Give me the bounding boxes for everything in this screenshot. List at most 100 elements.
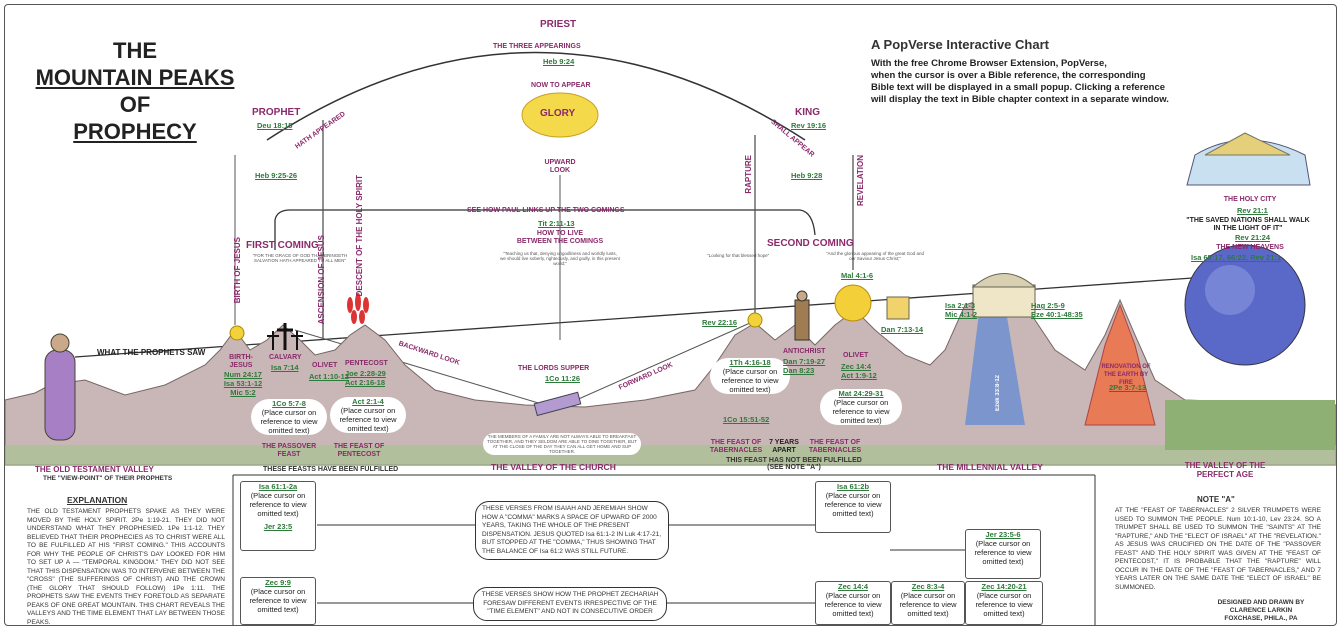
- birth-of-jesus-label: BIRTH OF JESUS: [233, 237, 242, 304]
- isa-7-14-link[interactable]: Isa 7:14: [271, 363, 299, 372]
- valley-floor: [5, 445, 1336, 465]
- rapture-label: RAPTURE: [744, 155, 753, 194]
- num-24-17-link[interactable]: Num 24:17: [224, 370, 262, 379]
- calvary-crosses: [267, 323, 303, 350]
- three-appearings-label: THE THREE APPEARINGS: [493, 43, 581, 50]
- zec-14-4-peak-link[interactable]: Zec 14:4: [841, 362, 872, 371]
- what-prophets-saw-label: WHAT THE PROPHETS SAW: [97, 348, 206, 357]
- credit: DESIGNED AND DRAWN BY CLARENCE LARKIN FO…: [1217, 599, 1305, 622]
- jer-23-5-6-box: Jer 23:5-6 (Place cursor on reference to…: [965, 529, 1041, 579]
- passover-label: THE PASSOVER FEAST: [261, 443, 317, 458]
- dan-8-23-link[interactable]: Dan 8:23: [783, 366, 815, 375]
- king-label: KING: [795, 107, 820, 118]
- mat-24-link[interactable]: Mat 24:29-31: [838, 389, 884, 398]
- not-fulfilled-label: THIS FEAST HAS NOT BEEN FULFILLED (SEE N…: [726, 457, 862, 471]
- renovation-mountain: [1084, 303, 1156, 426]
- new-heavens-label: THE NEW HEAVENS: [1216, 244, 1284, 251]
- descent-label: DESCENT OF THE HOLY SPIRIT: [355, 175, 364, 297]
- olivet2-label: OLIVET: [843, 352, 869, 359]
- mal-4-1-link[interactable]: Mal 4:1-6: [841, 271, 874, 280]
- millennial-valley-label: THE MILLENNIAL VALLEY: [937, 462, 1043, 472]
- jer-23-5-link[interactable]: Jer 23:5: [263, 522, 293, 531]
- birth-star: [229, 325, 245, 341]
- glory-cloud: [521, 92, 599, 138]
- second-coming-quote: "And the glorious appearing of the great…: [826, 251, 924, 261]
- cor-15-51-link[interactable]: 1Co 15:51-52: [723, 415, 770, 424]
- hag-2-5-link[interactable]: Hag 2:5-9: [1031, 301, 1065, 310]
- act-1-9-link[interactable]: Act 1:9-12: [841, 371, 877, 380]
- rev-21-1-link[interactable]: Rev 21:1: [1237, 206, 1268, 215]
- note-a-text: AT THE "FEAST OF TABERNACLES" 2 SILVER T…: [1115, 507, 1321, 591]
- tit-2-11-link[interactable]: Tit 2:11-13: [538, 219, 575, 228]
- eze-40-link[interactable]: Eze 40:1-48:35: [1031, 310, 1083, 319]
- ot-valley-label: THE OLD TESTAMENT VALLEY: [35, 465, 154, 474]
- deu-18-15-link[interactable]: Deu 18:15: [257, 121, 293, 130]
- zec-8-3-link[interactable]: Zec 8:3-4: [911, 582, 945, 591]
- three-appearings-arch: [266, 51, 806, 141]
- rev-21-24-link[interactable]: Rev 21:24: [1235, 233, 1271, 242]
- pe-3-7-link[interactable]: 2Pe 3:7-13: [1109, 383, 1147, 392]
- morning-star: [747, 312, 763, 328]
- heb-9-24-link[interactable]: Heb 9:24: [543, 57, 575, 66]
- act-2-16-link[interactable]: Act 2:16-18: [345, 378, 386, 387]
- zec-14-20-link[interactable]: Zec 14:20-21: [981, 582, 1027, 591]
- landscape-drawing: [5, 51, 1336, 625]
- zec-9-9-link[interactable]: Zec 9:9: [265, 578, 291, 587]
- title-line-3: OF: [119, 92, 151, 117]
- prophet-label: PROPHET: [252, 107, 301, 118]
- dan-7-13-link[interactable]: Dan 7:13-14: [881, 325, 924, 334]
- jer-23-5-6-link[interactable]: Jer 23:5-6: [985, 530, 1021, 539]
- act-1-10-link[interactable]: Act 1:10-12: [309, 372, 350, 381]
- feasts-fulfilled-label: THESE FEASTS HAVE BEEN FULFILLED: [263, 466, 399, 473]
- intro-text: With the free Chrome Browser Extension, …: [871, 58, 1169, 105]
- glory-label: GLORY: [540, 108, 576, 119]
- perfect-age-label: THE VALLEY OF THE PERFECT AGE: [1184, 461, 1266, 479]
- first-coming-label: FIRST COMING: [246, 240, 319, 251]
- isa-65-17-link[interactable]: Isa 65:17, 66:22, Rev 21:1: [1191, 253, 1282, 262]
- antichrist-label: ANTICHRIST: [783, 348, 826, 355]
- mic-4-1-link[interactable]: Mic 4:1-2: [945, 310, 978, 319]
- first-coming-quote: "FOR THE GRACE OF GOD THAT BRINGETH SALV…: [252, 253, 348, 263]
- explanation-text: THE OLD TESTAMENT PROPHETS SPAKE AS THEY…: [27, 508, 225, 626]
- perfect-age-landscape: [1165, 400, 1335, 450]
- intro-panel: A PopVerse Interactive Chart With the fr…: [871, 37, 1241, 106]
- heb-9-25-link[interactable]: Heb 9:25-26: [255, 171, 298, 180]
- paul-links-label: SEE HOW PAUL LINKS UP THE TWO COMINGS: [467, 207, 625, 214]
- cor-11-26-link[interactable]: 1Co 11:26: [545, 374, 581, 383]
- second-coming-label: SECOND COMING: [767, 238, 854, 249]
- isa-61-2b-link[interactable]: Isa 61:2b: [836, 482, 870, 491]
- birth-refs: Num 24:17 Isa 53:1-12 Mic 5:2: [223, 370, 263, 397]
- church-valley-label: THE VALLEY OF THE CHURCH: [491, 462, 616, 472]
- isa-61-1-link[interactable]: Isa 61:1-2a: [258, 482, 298, 491]
- prophet-figure: [44, 333, 76, 441]
- isa-53-link[interactable]: Isa 53:1-12: [223, 379, 263, 388]
- millennial-temple: [972, 284, 1036, 318]
- heb-9-28-link[interactable]: Heb 9:28: [791, 171, 823, 180]
- zec-8-3-box: Zec 8:3-4 (Place cursor on reference to …: [891, 581, 965, 625]
- dan-7-19-link[interactable]: Dan 7:19-27: [783, 357, 826, 366]
- priest-label: PRIEST: [540, 19, 577, 30]
- zec-14-4-link[interactable]: Zec 14:4: [837, 582, 869, 591]
- explanation-heading: EXPLANATION: [67, 495, 128, 505]
- rev-22-16-link[interactable]: Rev 22:16: [702, 318, 738, 327]
- pentecost-refs: Joe 2:28-29 Act 2:16-18: [345, 369, 386, 387]
- zechariah-note: THESE VERSES SHOW HOW THE PROPHET ZECHAR…: [473, 587, 667, 621]
- act-2-1-popup: Act 2:1-4 (Place cursor on reference to …: [330, 397, 406, 433]
- th-4-16-link[interactable]: 1Th 4:16-18: [729, 358, 771, 367]
- titus-quote: "Teaching us that, denying ungodliness a…: [500, 251, 620, 266]
- revelation-sun: [834, 284, 872, 322]
- pentecost-flames: [347, 293, 369, 324]
- cor-5-7-link[interactable]: 1Co 5:7-8: [272, 399, 306, 408]
- mic-5-2-link[interactable]: Mic 5:2: [230, 388, 256, 397]
- isa-61-2b-box: Isa 61:2b (Place cursor on reference to …: [815, 481, 891, 533]
- isa-2-1-link[interactable]: Isa 2:1-3: [945, 301, 976, 310]
- th-4-16-popup: 1Th 4:16-18 (Place cursor on reference t…: [710, 358, 790, 394]
- rev-19-16-link[interactable]: Rev 19:16: [791, 121, 827, 130]
- forward-look-line: [564, 322, 751, 406]
- antichrist-refs: Dan 7:19-27 Dan 8:23: [783, 357, 825, 375]
- feast-pentecost-label: THE FEAST OF PENTECOST: [333, 443, 385, 458]
- title-line-4: PROPHECY: [73, 119, 197, 144]
- title-line-2: MOUNTAIN PEAKS: [35, 65, 235, 90]
- joe-2-28-link[interactable]: Joe 2:28-29: [345, 369, 386, 378]
- act-2-1-link[interactable]: Act 2:1-4: [352, 397, 384, 406]
